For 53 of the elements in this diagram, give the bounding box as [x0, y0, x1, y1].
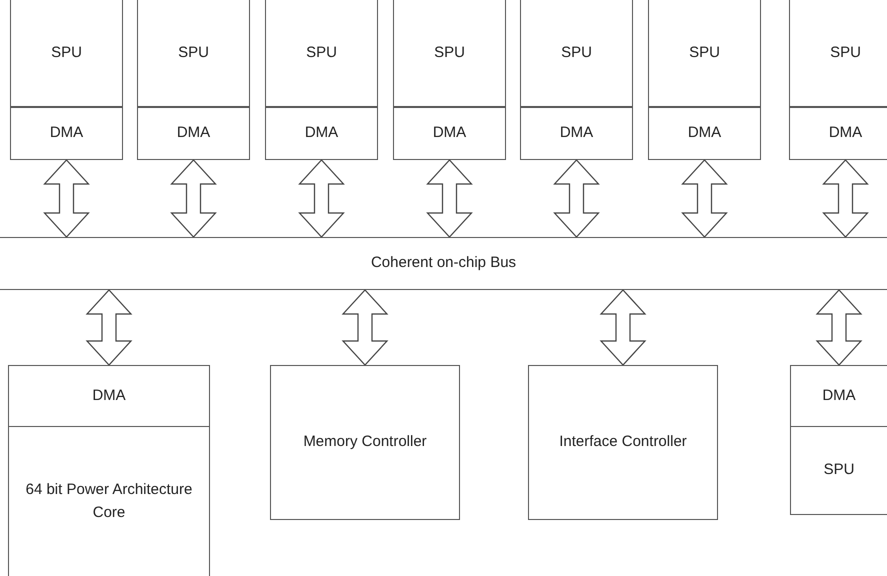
component-box — [265, 107, 378, 160]
box-label: SPU — [830, 42, 861, 63]
box-label: DMA — [50, 123, 84, 144]
double-arrow — [681, 159, 728, 238]
component-box — [789, 107, 887, 160]
component-box — [10, 0, 123, 107]
component-box — [8, 426, 210, 576]
component-box — [270, 365, 460, 520]
box-label: 64 bit Power Architecture Core — [24, 480, 194, 522]
double-arrow — [816, 289, 862, 366]
box-label: Interface Controller — [559, 432, 687, 452]
component-box — [520, 107, 633, 160]
double-arrow — [600, 289, 646, 366]
box-label: DMA — [688, 123, 722, 144]
component-box — [393, 107, 506, 160]
box-label: SPU — [561, 42, 592, 63]
component-box — [520, 0, 633, 107]
box-label: DMA — [92, 386, 126, 406]
double-arrow — [298, 159, 345, 238]
component-box — [137, 0, 250, 107]
component-box — [137, 107, 250, 160]
box-label: SPU — [824, 460, 854, 480]
box-label: DMA — [822, 386, 856, 406]
double-arrow — [822, 159, 869, 238]
box-label: SPU — [178, 42, 209, 63]
component-box — [393, 0, 506, 107]
box-label: Memory Controller — [303, 432, 427, 452]
box-label: Coherent on-chip Bus — [370, 253, 516, 274]
component-box — [648, 0, 761, 107]
box-label: SPU — [51, 42, 82, 63]
component-box — [790, 365, 887, 427]
component-box — [790, 426, 887, 515]
box-label: DMA — [432, 123, 466, 144]
component-box — [265, 0, 378, 107]
box-label: DMA — [828, 123, 862, 144]
box-label: SPU — [434, 42, 465, 63]
box-label: DMA — [304, 123, 338, 144]
component-box — [10, 107, 123, 160]
box-label: DMA — [560, 123, 594, 144]
double-arrow — [170, 159, 217, 238]
component-box — [789, 0, 887, 107]
double-arrow — [426, 159, 473, 238]
double-arrow — [553, 159, 600, 238]
double-arrow — [342, 289, 388, 366]
component-box — [528, 365, 718, 520]
component-box — [8, 365, 210, 427]
double-arrow — [43, 159, 90, 238]
component-box — [0, 237, 887, 290]
double-arrow — [86, 289, 132, 366]
component-box — [648, 107, 761, 160]
box-label: SPU — [306, 42, 337, 63]
box-label: DMA — [176, 123, 210, 144]
box-label: SPU — [689, 42, 720, 63]
